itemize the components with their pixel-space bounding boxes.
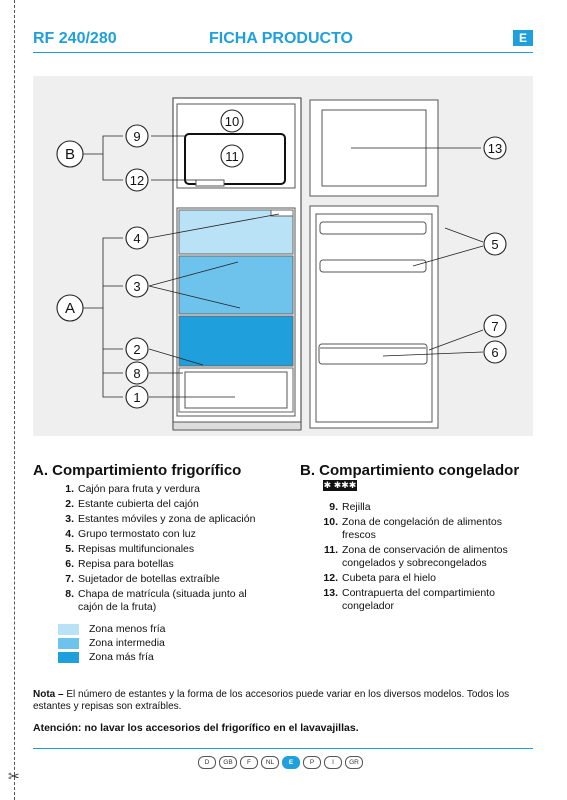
callout-2 xyxy=(125,337,149,361)
section-b-title: B. Compartimiento congelador xyxy=(300,462,520,479)
list-item: 7.Sujetador de botellas extraíble xyxy=(65,573,220,585)
callout-5-label: 5 xyxy=(491,237,498,252)
callout-9 xyxy=(125,124,149,148)
language-pill-d: D xyxy=(198,756,216,769)
note-text: Nota – El número de estantes y la forma … xyxy=(33,689,510,712)
list-item: 11.Zona de conservación de alimentos con… xyxy=(323,544,508,569)
temperature-legend: Zona menos fría Zona intermedia Zona más… xyxy=(58,622,165,664)
callout-3-label: 3 xyxy=(133,279,140,294)
callout-6-label: 6 xyxy=(491,345,498,360)
language-pill-gr: GR xyxy=(345,756,363,769)
list-item: 13.Contrapuerta del compartimiento conge… xyxy=(323,587,495,612)
page-header: RF 240/280 FICHA PRODUCTO E xyxy=(33,28,533,52)
callout-13 xyxy=(483,136,507,160)
list-item: 3.Estantes móviles y zona de aplicación xyxy=(65,513,256,525)
language-selector: D GB F NL E P I GR xyxy=(198,756,363,769)
language-pill-f: F xyxy=(240,756,258,769)
list-item: 2.Estante cubierta del cajón xyxy=(65,498,199,510)
callout-6 xyxy=(483,340,507,364)
callout-3 xyxy=(125,274,149,298)
star-rating-icon: ✱ ✱✱✱ xyxy=(323,480,357,491)
callout-9-label: 9 xyxy=(133,129,140,144)
legend-item: Zona menos fría xyxy=(58,622,165,636)
list-item: 1.Cajón para fruta y verdura xyxy=(65,483,200,495)
callout-b-label: B xyxy=(65,146,75,163)
fridge-diagram: B A 9 12 10 11 4 3 2 8 1 13 5 7 6 xyxy=(33,76,533,436)
scissors-icon: ✂ xyxy=(8,768,20,784)
header-divider xyxy=(33,52,533,53)
legend-swatch xyxy=(58,651,79,663)
language-pill-gb: GB xyxy=(219,756,237,769)
language-pill-p: P xyxy=(303,756,321,769)
page-title: FICHA PRODUCTO xyxy=(209,30,353,47)
callout-11 xyxy=(220,144,244,168)
legend-swatch xyxy=(58,623,79,635)
warning-text: Atención: no lavar los accesorios del fr… xyxy=(33,722,359,734)
list-item: 10.Zona de congelación de alimentos fres… xyxy=(323,516,502,541)
legend-item: Zona más fría xyxy=(58,650,165,664)
callout-8 xyxy=(125,361,149,385)
callout-4-label: 4 xyxy=(133,231,140,246)
legend-item: Zona intermedia xyxy=(58,636,165,650)
list-item: 6.Repisa para botellas xyxy=(65,558,174,570)
section-a-title: A. Compartimiento frigorífico xyxy=(33,462,242,479)
section-a-list: 1.Cajón para fruta y verdura 2.Estante c… xyxy=(56,483,276,616)
list-item: 4.Grupo termostato con luz xyxy=(65,528,196,540)
section-b-list: 9.Rejilla 10.Zona de congelación de alim… xyxy=(320,501,525,615)
legend-swatch xyxy=(58,637,79,649)
callout-13-label: 13 xyxy=(488,141,502,156)
model-number: RF 240/280 xyxy=(33,30,117,47)
language-pill-e: E xyxy=(282,756,300,769)
callout-5 xyxy=(483,232,507,256)
callout-10-label: 10 xyxy=(225,114,239,129)
callout-10 xyxy=(220,109,244,133)
list-item: 5.Repisas multifuncionales xyxy=(65,543,195,555)
cut-line xyxy=(14,0,15,800)
language-badge: E xyxy=(513,30,533,46)
callout-7 xyxy=(483,314,507,338)
callout-1 xyxy=(125,385,149,409)
list-item: 12.Cubeta para el hielo xyxy=(323,572,436,584)
callout-4 xyxy=(125,226,149,250)
language-pill-nl: NL xyxy=(261,756,279,769)
footer-divider xyxy=(33,748,533,749)
callout-12-label: 12 xyxy=(130,173,144,188)
callout-a xyxy=(56,294,84,322)
fridge-illustration: B A 9 12 10 11 4 3 2 8 1 13 5 7 6 xyxy=(56,97,507,431)
callout-7-label: 7 xyxy=(491,319,498,334)
callout-a-label: A xyxy=(65,300,75,317)
list-item: 9.Rejilla xyxy=(329,501,371,513)
callout-11-label: 11 xyxy=(225,149,239,164)
callout-8-label: 8 xyxy=(133,366,140,381)
callout-b xyxy=(56,140,84,168)
callout-2-label: 2 xyxy=(133,342,140,357)
callout-1-label: 1 xyxy=(133,390,140,405)
callout-12 xyxy=(125,168,149,192)
list-item: 8.Chapa de matrícula (situada junto al c… xyxy=(65,588,247,613)
language-pill-i: I xyxy=(324,756,342,769)
